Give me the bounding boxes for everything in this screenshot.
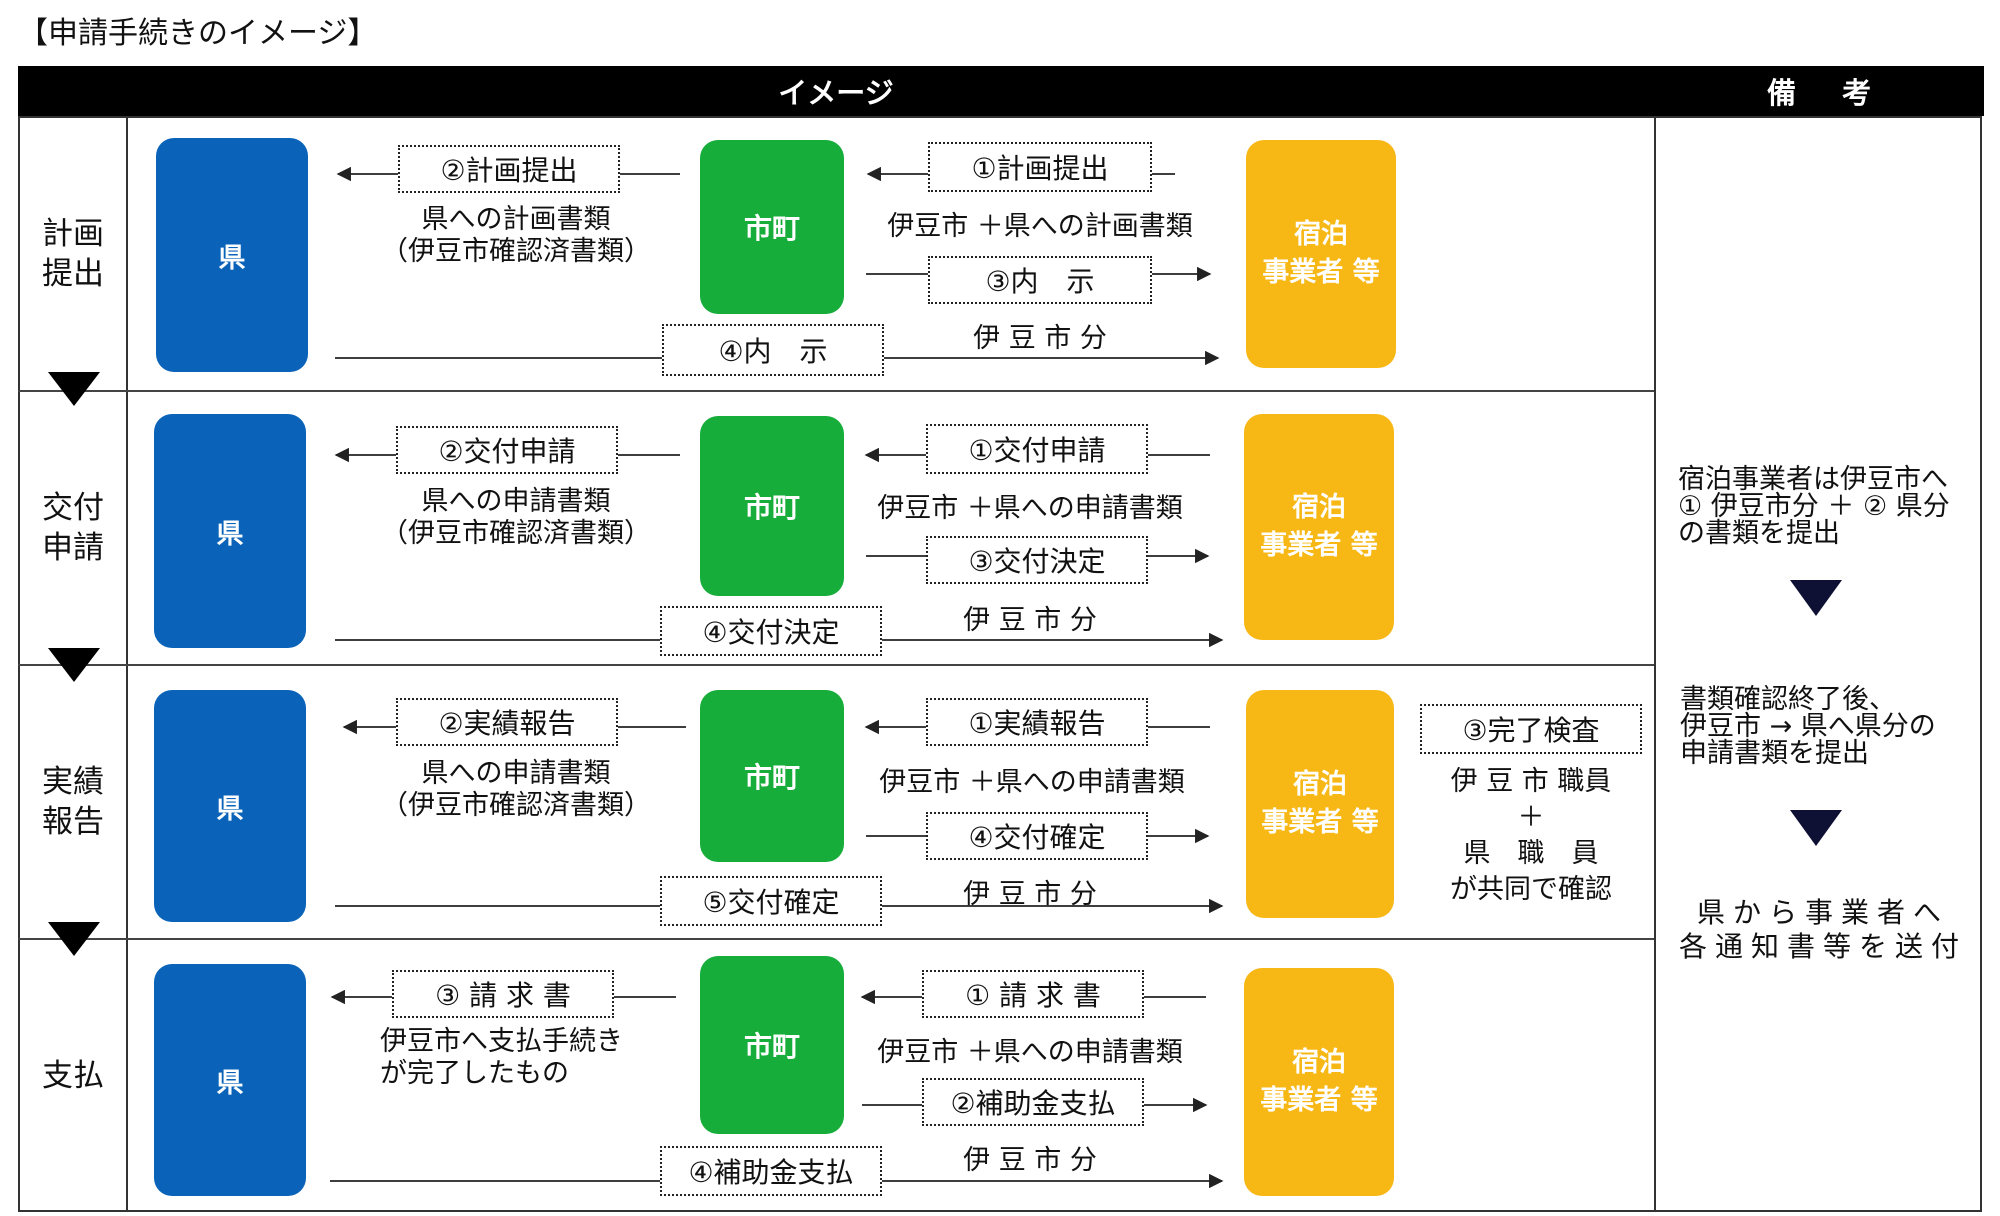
label-pref-notice-to-biz: ④内 示 — [662, 324, 884, 376]
label-pref-decision-to-biz: ④交付決定 — [660, 606, 882, 656]
remark-submit-documents: 宿泊事業者は伊豆市へ ① 伊豆市分 ＋ ② 県分 の書類を提出 — [1678, 464, 1950, 549]
stage-label-plan: 計画 提出 — [42, 216, 104, 292]
prefecture-box: 県 — [154, 690, 306, 922]
desc-pref-documents: 県への申請書類 （伊豆市確認済書類） — [381, 486, 651, 549]
header-bar — [18, 66, 1984, 116]
page-title: 【申請手続きのイメージ】 — [18, 16, 378, 51]
label-application-from-biz: ①交付申請 — [926, 424, 1148, 474]
desc-biz-documents: 伊豆市 ＋県への申請書類 — [877, 493, 1183, 524]
label-pref-subsidy-payment-to-biz: ④補助金支払 — [660, 1146, 882, 1196]
label-grant-decision-to-biz: ③交付決定 — [926, 536, 1148, 584]
label-plan-submit-to-pref: ②計画提出 — [398, 145, 620, 193]
municipality-box: 市町 — [700, 956, 844, 1134]
row-divider — [18, 664, 1654, 666]
desc-biz-documents: 伊豆市 ＋県への申請書類 — [877, 1037, 1183, 1068]
remark-after-review: 書類確認終了後、 伊豆市 → 県へ県分の 申請書類を提出 — [1680, 684, 1936, 769]
municipality-box: 市町 — [700, 416, 844, 596]
label-plan-submit-from-biz: ①計画提出 — [928, 142, 1152, 192]
header-remarks-label: 備 考 — [1766, 76, 1890, 110]
desc-biz-documents: 伊豆市 ＋県への申請書類 — [879, 767, 1185, 798]
prefecture-box: 県 — [154, 414, 306, 648]
business-box: 宿泊 事業者 等 — [1244, 968, 1394, 1196]
flow-down-arrow — [48, 922, 100, 956]
remark-send-notices: 県から事業者へ 各通知書等を送付 — [1678, 896, 1967, 963]
header-image-label: イメージ — [778, 76, 894, 110]
label-completion-inspection: ③完了検査 — [1420, 704, 1642, 754]
stage-label-application: 交付 申請 — [42, 490, 104, 566]
label-pref-final-grant-to-biz: ⑤交付確定 — [660, 876, 882, 926]
label-application-to-pref: ②交付申請 — [396, 426, 618, 474]
municipality-box: 市町 — [700, 140, 844, 314]
row-divider — [18, 938, 1654, 940]
desc-pref-documents: 県への申請書類 （伊豆市確認済書類） — [381, 758, 651, 821]
desc-payment-complete: 伊豆市へ支払手続き が完了したもの — [380, 1026, 623, 1089]
municipality-box: 市町 — [700, 690, 844, 862]
flow-down-arrow — [48, 648, 100, 682]
flow-down-arrow — [48, 372, 100, 406]
izu-portion-text: 伊 豆 市 分 — [963, 879, 1097, 910]
business-box: 宿泊 事業者 等 — [1244, 414, 1394, 640]
desc-joint-inspection: 伊 豆 市 職員 ＋ 県 職 員 が共同で確認 — [1450, 766, 1612, 905]
label-invoice-to-pref: ③ 請 求 書 — [392, 970, 614, 1018]
label-final-grant-to-biz: ④交付確定 — [926, 812, 1148, 860]
prefecture-box: 県 — [156, 138, 308, 372]
izu-portion-text: 伊 豆 市 分 — [963, 1145, 1097, 1176]
stage-label-payment: 支払 — [42, 1058, 104, 1094]
label-notice-to-biz: ③内 示 — [928, 256, 1152, 304]
label-report-from-biz: ①実績報告 — [926, 698, 1148, 746]
label-subsidy-payment-to-biz: ②補助金支払 — [922, 1078, 1144, 1126]
desc-biz-documents: 伊豆市 ＋県への計画書類 — [887, 211, 1193, 242]
remarks-column-divider — [1654, 116, 1656, 1212]
label-report-to-pref: ②実績報告 — [396, 698, 618, 746]
stage-label-report: 実績 報告 — [42, 764, 104, 840]
izu-portion-text: 伊 豆 市 分 — [963, 605, 1097, 636]
row-divider — [18, 390, 1654, 392]
label-invoice-from-biz: ① 請 求 書 — [922, 970, 1144, 1018]
desc-pref-documents: 県への計画書類 （伊豆市確認済書類） — [381, 204, 651, 267]
izu-portion-text: 伊 豆 市 分 — [973, 323, 1107, 354]
business-box: 宿泊 事業者 等 — [1246, 140, 1396, 368]
remark-down-arrow — [1790, 580, 1842, 616]
remark-down-arrow — [1790, 810, 1842, 846]
business-box: 宿泊 事業者 等 — [1246, 690, 1394, 918]
prefecture-box: 県 — [154, 964, 306, 1196]
